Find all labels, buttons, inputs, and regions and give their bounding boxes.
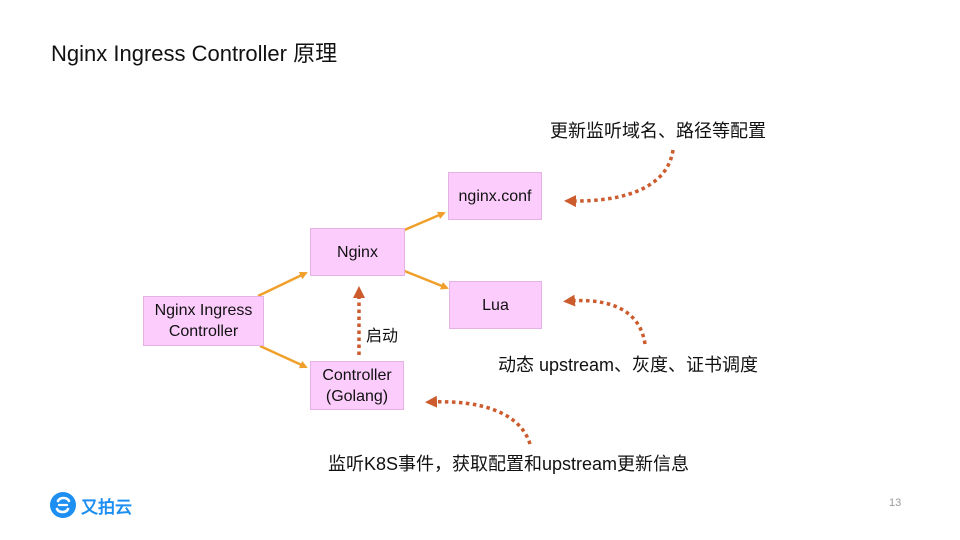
page-number: 13 (889, 497, 902, 509)
annotation-arrow-conf (564, 149, 675, 208)
brand-logo-text: 又拍云 (81, 497, 132, 517)
node-lua-label: Lua (482, 296, 509, 314)
node-controller-golang: Controller (Golang) (310, 361, 404, 410)
edge-nginx-to-conf (401, 211, 446, 233)
node-lua: Lua (449, 281, 542, 329)
edge-nginx-to-lua (401, 268, 449, 290)
edge-controller-to-golang (259, 344, 308, 369)
node-nginx-conf-label: nginx.conf (458, 187, 532, 205)
node-nginx: Nginx (310, 228, 405, 276)
edge-label-start: 启动 (366, 328, 399, 345)
node-controller-golang-line1: Controller (322, 366, 392, 384)
annotation-lua: 动态 upstream、灰度、证书调度 (498, 355, 759, 375)
node-nginx-conf: nginx.conf (448, 172, 542, 220)
annotation-arrow-controller (425, 395, 532, 445)
node-nginx-label: Nginx (337, 243, 378, 261)
brand-logo: 又拍云 (50, 492, 132, 518)
annotation-conf: 更新监听域名、路径等配置 (550, 121, 766, 141)
annotation-arrow-lua (563, 294, 647, 345)
page-title: Nginx Ingress Controller 原理 (51, 41, 338, 66)
node-ingress-controller-line2: Controller (168, 323, 239, 340)
node-ingress-controller-line1: Nginx Ingress (154, 302, 253, 319)
upyun-logo-icon (50, 492, 76, 518)
node-ingress-controller: Nginx Ingress Controller (143, 296, 264, 346)
edge-controller-to-nginx (257, 271, 308, 298)
node-controller-golang-line2: (Golang) (325, 387, 389, 405)
annotation-controller: 监听K8S事件，获取配置和upstream更新信息 (328, 454, 690, 474)
